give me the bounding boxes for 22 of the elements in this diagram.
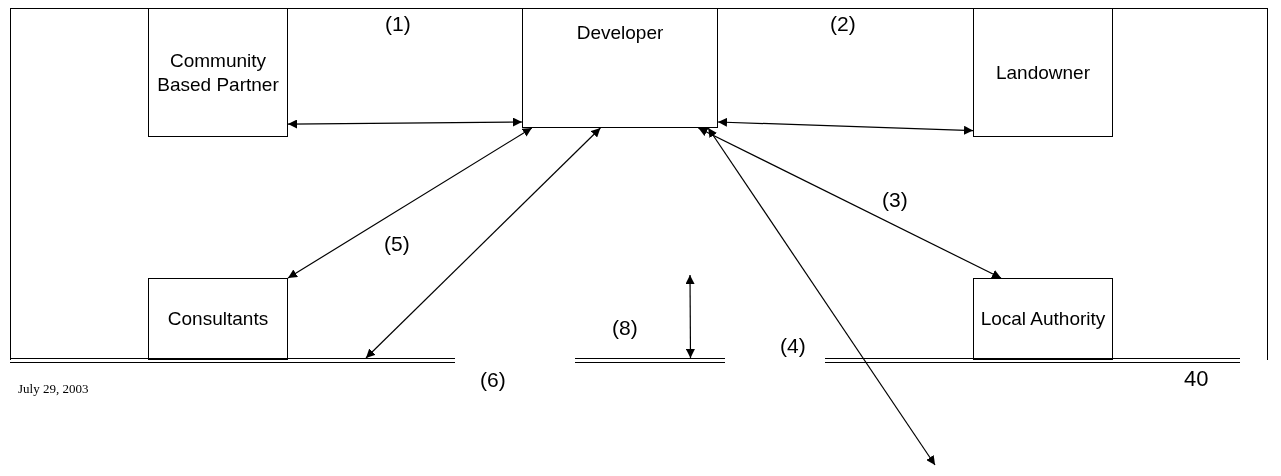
- double-arrow: [287, 117, 523, 129]
- node-label: Developer: [576, 21, 664, 45]
- double-line: [575, 358, 725, 363]
- role-box: [973, 8, 1113, 137]
- role-box: [973, 278, 1113, 360]
- double-arrow: [365, 127, 601, 359]
- node-label: Community Based Partner: [156, 48, 280, 97]
- double-arrow: [685, 274, 695, 359]
- node-label: Consultants: [167, 307, 269, 331]
- role-box: [148, 8, 288, 137]
- date-label: July 29, 2003: [18, 381, 89, 397]
- role-box: [522, 8, 718, 128]
- double-line: [825, 358, 1240, 363]
- node-label: Landowner: [996, 60, 1090, 85]
- double-arrow: [707, 127, 936, 466]
- double-arrow: [717, 117, 974, 135]
- double-arrow: [287, 127, 533, 279]
- role-box: [148, 278, 288, 360]
- double-arrow: [697, 127, 1002, 279]
- double-line: [10, 358, 455, 363]
- page-number: 40: [1184, 366, 1209, 392]
- node-label: Local Authority: [980, 307, 1106, 331]
